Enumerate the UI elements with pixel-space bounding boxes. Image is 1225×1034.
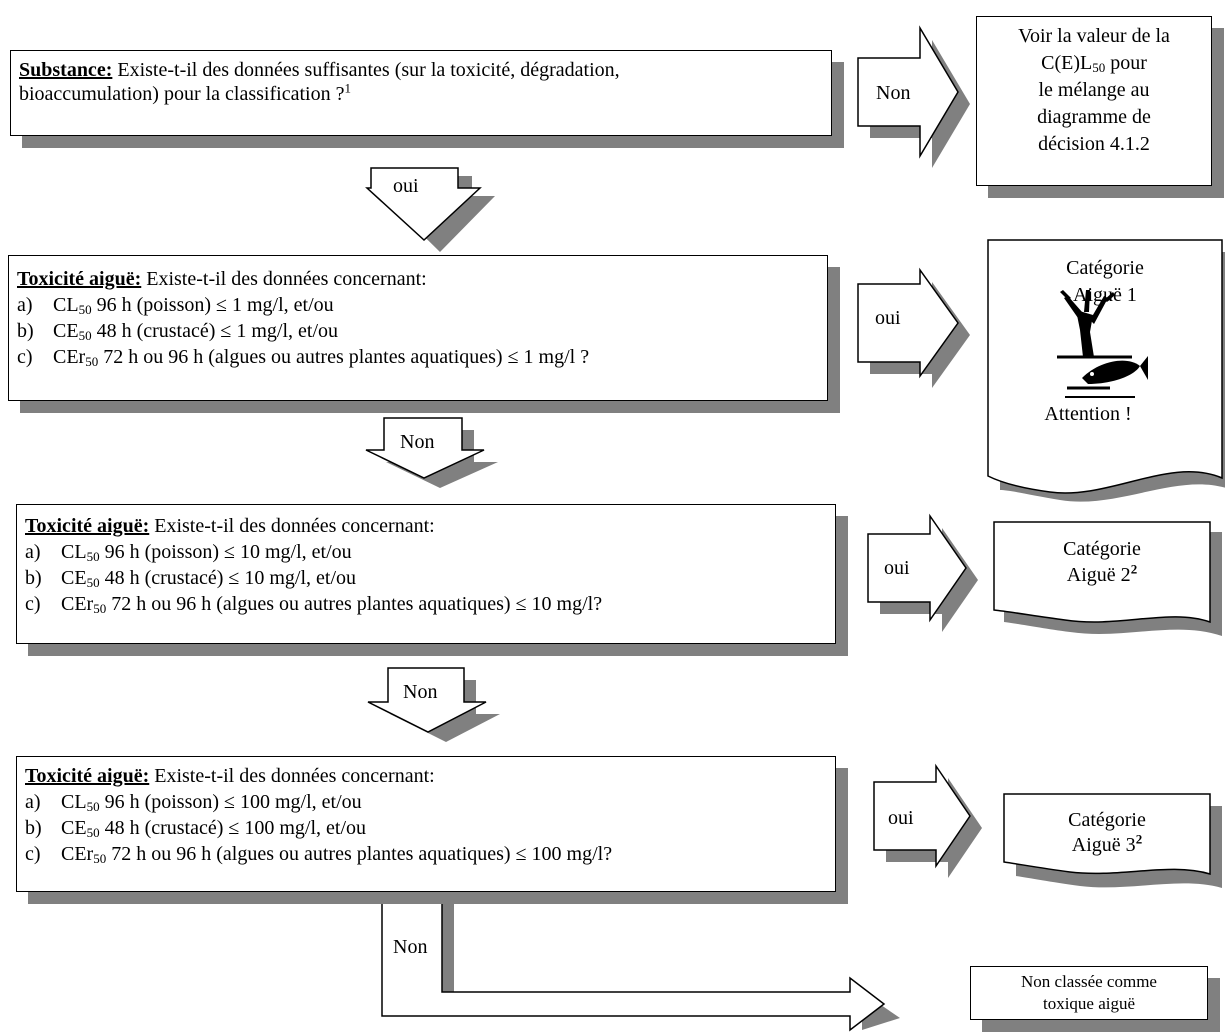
question-toxicity-1mg-box: Toxicité aiguë: Existe-t-il des données … <box>8 255 828 401</box>
q2-item-c: c)CEr50 72 h ou 96 h (algues ou autres p… <box>17 346 590 369</box>
q2-intro: Existe-t-il des données concernant: <box>141 268 427 290</box>
arrow-q3-down <box>367 667 500 742</box>
q3-item-b: b)CE50 48 h (crustacé) ≤ 10 mg/l, et/ou <box>25 567 357 590</box>
arrow-q1-right <box>857 25 970 168</box>
q4-item-a: a)CL50 96 h (poisson) ≤ 100 mg/l, et/ou <box>25 791 362 814</box>
cat3-shape <box>1003 793 1222 888</box>
arrow-q1-down <box>365 167 495 252</box>
arrow-q1-down-label: oui <box>393 175 419 197</box>
arrow-q4-right-label: oui <box>888 807 914 829</box>
outcome-mixture-box: Voir la valeur de la C(E)L50 pour le mél… <box>976 16 1212 186</box>
arrow-q3-right-label: oui <box>884 557 910 579</box>
cat1-line2: Aiguë 1 <box>1073 284 1137 306</box>
q2-item-a: a)CL50 96 h (poisson) ≤ 1 mg/l, et/ou <box>17 294 334 317</box>
q4-intro: Existe-t-il des données concernant: <box>149 765 435 787</box>
environment-pictogram-icon <box>1057 290 1148 398</box>
out1-line2a: C(E)L <box>1041 52 1093 74</box>
q3-item-a: a)CL50 96 h (poisson) ≤ 10 mg/l, et/ou <box>25 541 352 564</box>
q4-heading: Toxicité aiguë: <box>25 765 150 787</box>
out1-line5: décision 4.1.2 <box>1038 133 1150 155</box>
arrow-q4-down-label: Non <box>393 936 428 958</box>
q1-text-line2: bioaccumulation) pour la classification … <box>19 83 345 105</box>
cat3-line1: Catégorie <box>1068 809 1146 831</box>
out1-line2b: pour <box>1105 52 1147 74</box>
out1-line3: le mélange au <box>1038 79 1150 101</box>
cat3-footnote-ref: 2 <box>1135 831 1143 847</box>
arrow-q1-right-label: Non <box>876 82 911 104</box>
q3-item-c: c)CEr50 72 h ou 96 h (algues ou autres p… <box>25 593 603 616</box>
q3-intro: Existe-t-il des données concernant: <box>149 515 435 537</box>
cat2-footnote-ref: 2 <box>1130 561 1138 577</box>
q1-heading: Substance: <box>19 59 113 81</box>
arrow-q2-right-label: oui <box>875 307 901 329</box>
q4-item-c: c)CEr50 72 h ou 96 h (algues ou autres p… <box>25 843 613 866</box>
cat1-line1: Catégorie <box>1066 257 1144 279</box>
q2-heading: Toxicité aiguë: <box>17 268 142 290</box>
cat2-line1: Catégorie <box>1063 538 1141 560</box>
cat1-signal-word: Attention ! <box>1044 403 1132 425</box>
arrow-q2-down <box>365 417 498 488</box>
question-toxicity-10mg-box: Toxicité aiguë: Existe-t-il des données … <box>16 504 836 644</box>
final-line1: Non classée comme <box>1021 972 1157 991</box>
out1-line1: Voir la valeur de la <box>1018 25 1170 47</box>
out1-line2-sub: 50 <box>1092 60 1106 75</box>
out1-line4: diagramme de <box>1037 106 1151 128</box>
outcome-not-classified-box: Non classée comme toxique aiguë <box>970 966 1208 1020</box>
final-line2: toxique aiguë <box>1042 994 1136 1013</box>
question-toxicity-100mg-box: Toxicité aiguë: Existe-t-il des données … <box>16 756 836 892</box>
cat2-shape <box>993 521 1222 636</box>
arrow-q2-right <box>857 267 970 388</box>
cat2-line2: Aiguë 22 <box>1066 561 1138 586</box>
arrow-q3-right <box>867 513 978 632</box>
q4-item-b: b)CE50 48 h (crustacé) ≤ 100 mg/l, et/ou <box>25 817 367 840</box>
q2-item-b: b)CE50 48 h (crustacé) ≤ 1 mg/l, et/ou <box>17 320 339 343</box>
cat3-line2: Aiguë 32 <box>1071 831 1143 856</box>
arrow-q2-down-label: Non <box>400 431 435 453</box>
q1-footnote-ref: 1 <box>344 80 351 96</box>
q1-text-line1: Existe-t-il des données suffisantes (sur… <box>112 59 620 81</box>
question-substance-box: Substance: Existe-t-il des données suffi… <box>10 50 832 136</box>
arrow-q4-right <box>873 763 982 878</box>
arrow-q3-down-label: Non <box>403 681 438 703</box>
q3-heading: Toxicité aiguë: <box>25 515 150 537</box>
